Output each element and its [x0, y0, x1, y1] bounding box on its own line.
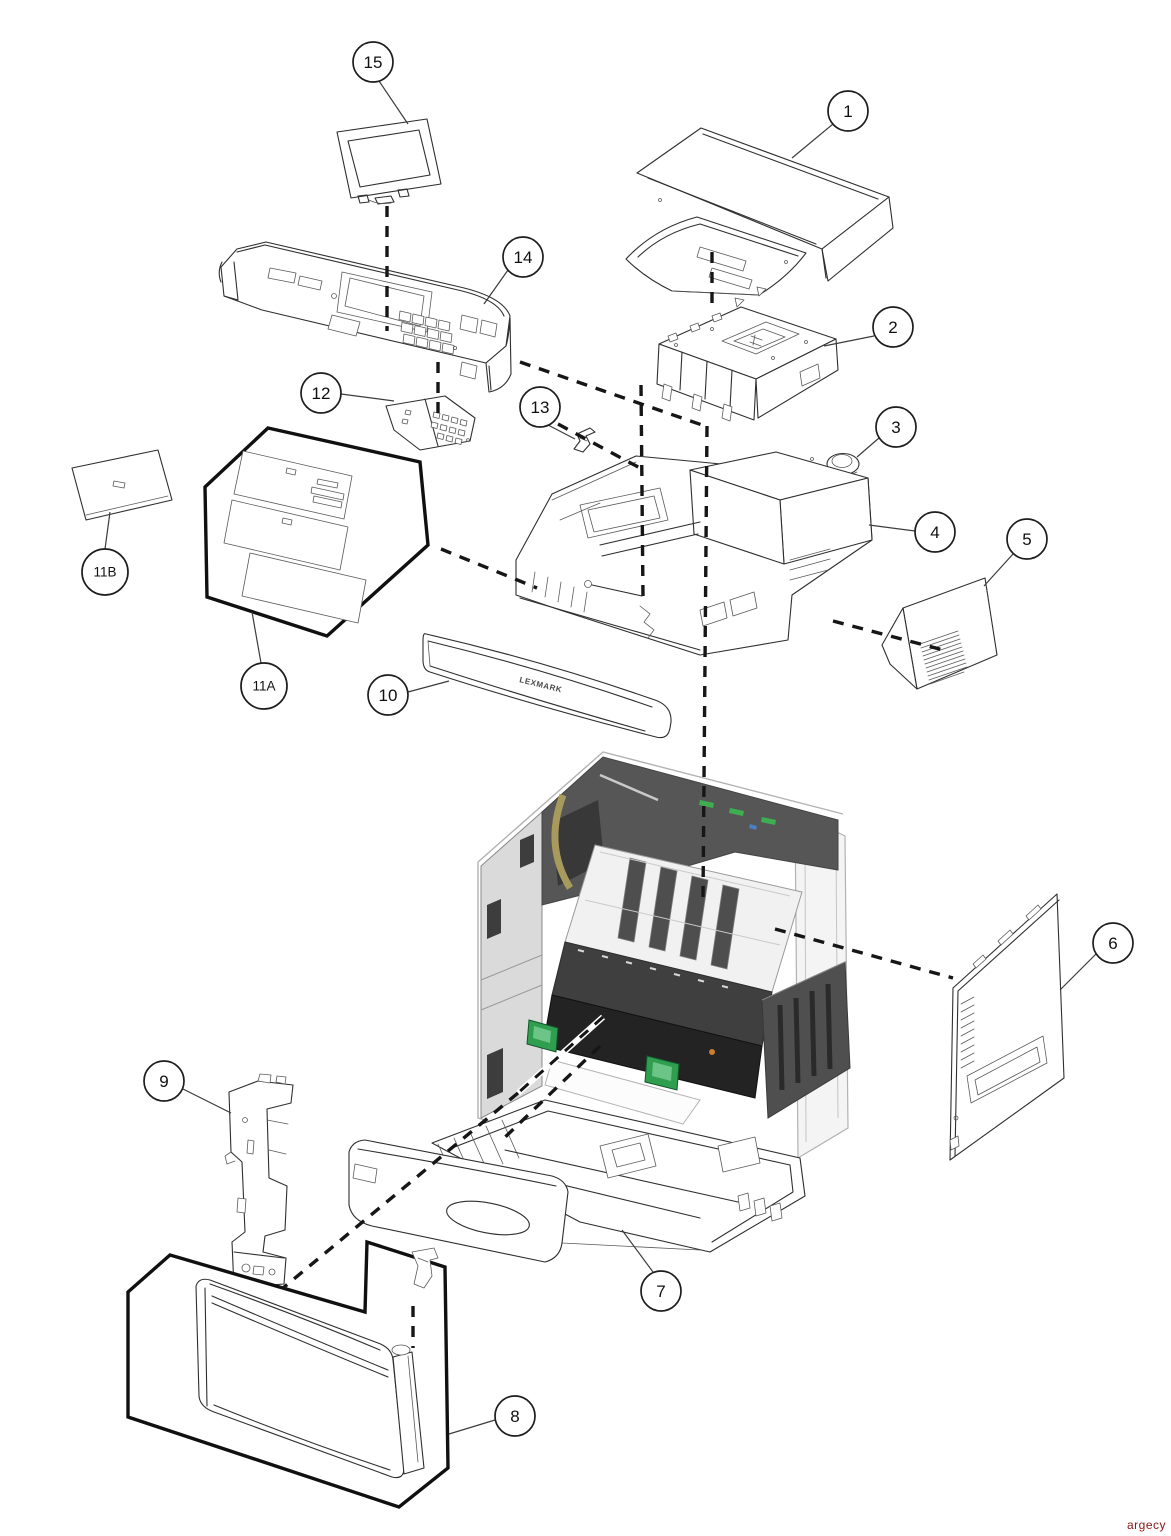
part-9-bracket [224, 1073, 294, 1289]
callout-4-leader-line [868, 524, 916, 532]
part-10-front-bezel: LEXMARK [422, 633, 672, 739]
callout-1-label: 1 [843, 102, 852, 121]
callout-6-circle [1092, 922, 1134, 964]
callout-3-leader-line [856, 437, 880, 458]
watermark-text: argecy [1126, 1518, 1166, 1532]
callout-4: 4 [868, 511, 956, 553]
callout-12-label: 12 [312, 384, 331, 403]
callout-14-leader-line [483, 269, 509, 305]
callout-9: 9 [143, 1060, 232, 1114]
callout-4-label: 4 [930, 523, 939, 542]
callout-8-circle [494, 1395, 536, 1437]
callout-8: 8 [448, 1395, 536, 1437]
callout-15: 15 [352, 41, 409, 125]
callout-15-leader-line [378, 80, 409, 125]
main-printer-body [477, 751, 851, 1181]
callout-11B-label: 11B [93, 565, 116, 580]
callout-2-leader-line [823, 335, 875, 347]
part-7-paper-tray [348, 1099, 806, 1263]
callout-11B-circle [81, 548, 129, 596]
callout-11A-leader-line [251, 611, 262, 664]
callout-6-leader-line [1059, 953, 1097, 991]
callout-3: 3 [856, 406, 917, 458]
callout-14-label: 14 [514, 248, 533, 267]
callout-4-circle [914, 511, 956, 553]
part-11b-overlay-panel [71, 449, 173, 521]
callout-7-leader-line [621, 1229, 654, 1273]
callout-5-label: 5 [1022, 530, 1031, 549]
part-8-front-door [126, 1239, 450, 1509]
callout-13-label: 13 [531, 398, 550, 417]
callout-7-label: 7 [656, 1282, 665, 1301]
callout-11A: 11A [240, 611, 288, 710]
part-2-upper-unit [656, 306, 839, 422]
part-12-keypad-membrane [385, 395, 476, 451]
callout-5-circle [1006, 518, 1048, 560]
callout-11A-label: 11A [252, 679, 275, 694]
callout-13-leader-line [547, 424, 576, 440]
callout-13-circle [519, 386, 561, 428]
callout-13: 13 [519, 386, 576, 440]
callout-14: 14 [483, 236, 544, 305]
callout-1-circle [827, 90, 869, 132]
callout-10-label: 10 [379, 686, 398, 705]
callout-3-label: 3 [891, 418, 900, 437]
assembly-dashed-lines [281, 206, 954, 1348]
callout-10-circle [367, 674, 409, 716]
callout-5: 5 [983, 518, 1048, 587]
callout-7: 7 [621, 1229, 682, 1312]
callout-11B-leader-line [104, 511, 111, 550]
callout-3-circle [875, 406, 917, 448]
part-4-chassis-frame [515, 451, 873, 656]
callout-2: 2 [823, 306, 914, 348]
callout-12-leader-line [340, 393, 395, 402]
callout-9-circle [143, 1060, 185, 1102]
callout-10-leader-line [407, 680, 450, 693]
callout-15-circle [352, 41, 394, 83]
callout-9-label: 9 [159, 1072, 168, 1091]
callout-2-circle [872, 306, 914, 348]
callout-5-leader-line [983, 553, 1014, 587]
callout-11A-circle [240, 662, 288, 710]
callout-1-leader-line [791, 123, 834, 159]
part-6-side-panel [949, 893, 1065, 1161]
callout-11B: 11B [81, 511, 129, 596]
part-5-vented-cover [881, 577, 998, 690]
part-11a-overlay-kit [203, 426, 430, 638]
part-1-top-cover [625, 127, 894, 308]
callout-10: 10 [367, 674, 450, 716]
callout-9-leader-line [182, 1088, 232, 1114]
callout-14-circle [502, 236, 544, 278]
callout-12: 12 [300, 372, 395, 414]
callout-8-label: 8 [510, 1407, 519, 1426]
callout-6-label: 6 [1108, 934, 1117, 953]
callout-7-circle [640, 1270, 682, 1312]
part-15-display-panel [336, 118, 442, 205]
callout-2-label: 2 [888, 318, 897, 337]
callout-1: 1 [791, 90, 869, 159]
callout-8-leader-line [448, 1419, 496, 1435]
callout-6: 6 [1059, 922, 1134, 991]
callout-12-circle [300, 372, 342, 414]
callout-15-label: 15 [364, 53, 383, 72]
part-14-control-panel-assembly [218, 241, 512, 393]
